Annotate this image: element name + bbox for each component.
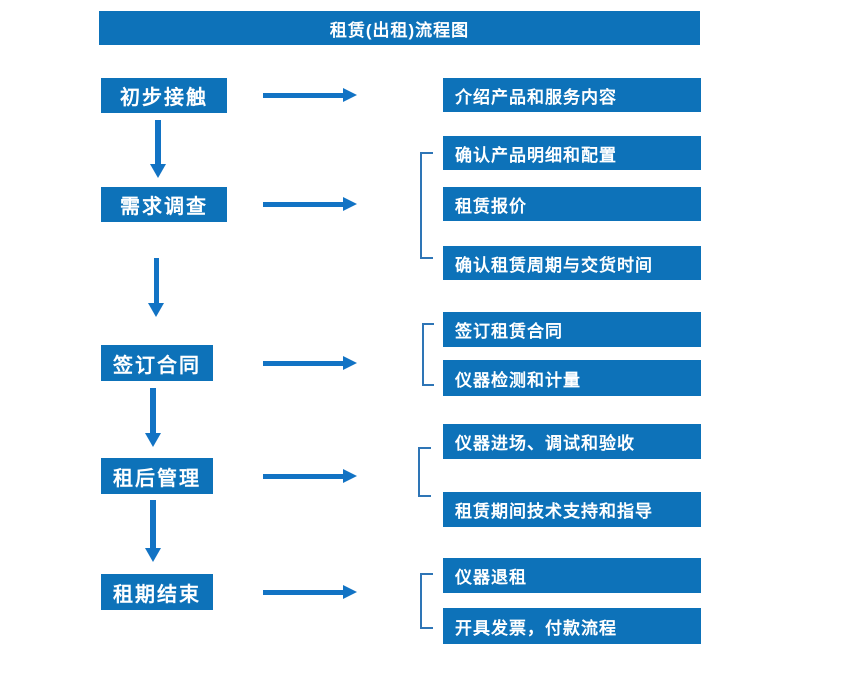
arrow-right-icon-4 <box>263 474 343 479</box>
step-box-post-rental-management: 租后管理 <box>101 458 213 494</box>
output-box-confirm-period: 确认租赁周期与交货时间 <box>443 246 701 280</box>
output-box-invoice-payment: 开具发票，付款流程 <box>443 608 701 644</box>
arrow-right-icon-2 <box>263 202 343 207</box>
arrow-down-head-icon-4 <box>145 548 161 562</box>
arrow-right-icon-3 <box>263 361 343 366</box>
arrow-right-icon-1 <box>263 93 343 98</box>
output-box-instrument-entry: 仪器进场、调试和验收 <box>443 424 701 459</box>
output-box-instrument-return: 仪器退租 <box>443 558 701 593</box>
bracket-group-lease-end <box>420 573 433 629</box>
arrow-right-icon-5 <box>263 590 343 595</box>
step-box-lease-end: 租期结束 <box>101 574 213 610</box>
arrow-down-head-icon-3 <box>145 433 161 447</box>
arrow-right-head-icon-1 <box>343 88 357 102</box>
output-box-sign-rental-contract: 签订租赁合同 <box>443 312 701 347</box>
flowchart-title: 租赁(出租)流程图 <box>99 11 700 45</box>
output-box-intro-products: 介绍产品和服务内容 <box>443 78 701 112</box>
arrow-down-icon-1 <box>155 120 161 164</box>
arrow-right-head-icon-4 <box>343 469 357 483</box>
arrow-right-head-icon-5 <box>343 585 357 599</box>
step-box-demand-survey: 需求调查 <box>101 187 227 222</box>
output-box-rental-quote: 租赁报价 <box>443 187 701 221</box>
bracket-group-post-rental <box>418 447 431 497</box>
output-box-confirm-details: 确认产品明细和配置 <box>443 136 701 170</box>
arrow-right-head-icon-3 <box>343 356 357 370</box>
arrow-down-head-icon-1 <box>150 164 166 178</box>
arrow-down-icon-3 <box>150 388 156 433</box>
output-box-tech-support: 租赁期间技术支持和指导 <box>443 492 701 527</box>
step-box-initial-contact: 初步接触 <box>101 78 227 113</box>
bracket-group-sign-contract <box>422 323 434 386</box>
bracket-group-demand-survey <box>420 152 433 259</box>
arrow-down-head-icon-2 <box>148 303 164 317</box>
arrow-right-head-icon-2 <box>343 197 357 211</box>
step-box-sign-contract: 签订合同 <box>101 345 213 381</box>
arrow-down-icon-4 <box>150 500 156 548</box>
arrow-down-icon-2 <box>154 258 159 303</box>
output-box-instrument-testing: 仪器检测和计量 <box>443 360 701 396</box>
